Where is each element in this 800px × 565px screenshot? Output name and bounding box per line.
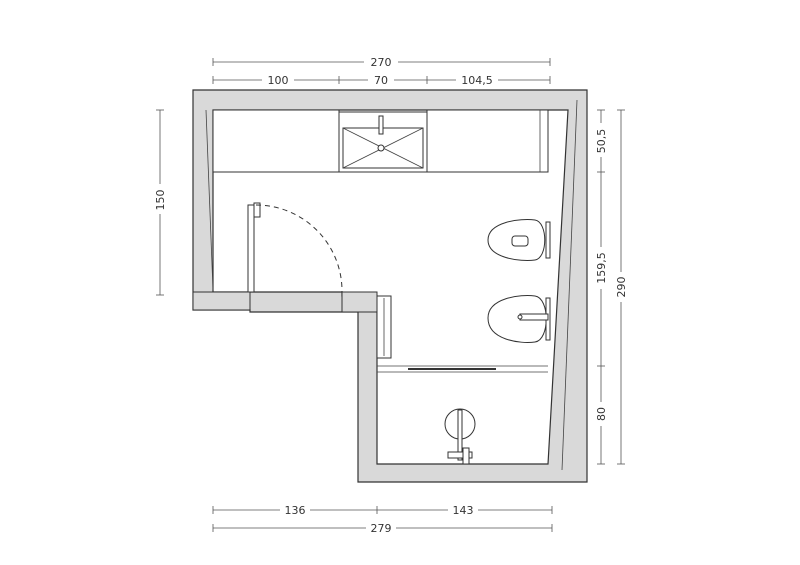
- dim-top-left: 100: [268, 74, 289, 87]
- wall-hatch: [561, 99, 578, 471]
- dim-top-right: 104,5: [461, 74, 493, 87]
- label-bg: [153, 184, 167, 214]
- label-bg: [448, 503, 478, 516]
- toilet-flush-icon: [511, 235, 529, 247]
- dim-bottom-left: 136: [285, 504, 306, 517]
- shower-mixer-base: [447, 451, 473, 459]
- label-bg: [594, 247, 608, 289]
- counter-right: [426, 109, 549, 173]
- label-bg: [280, 503, 310, 516]
- shower-valve-icon: [462, 447, 470, 465]
- label-bg: [366, 521, 396, 534]
- door-opening-right-jamb: [341, 291, 378, 313]
- dim-right-mid: 159,5: [595, 252, 608, 284]
- drain-icon: [377, 144, 385, 152]
- shower-mixer-icon: [457, 409, 463, 461]
- label-bg: [262, 73, 294, 86]
- door-leaf: [247, 204, 255, 293]
- dim-bottom-right: 143: [453, 504, 474, 517]
- label-bg: [594, 402, 608, 426]
- dim-bottom-total: 279: [371, 522, 392, 535]
- faucet-icon: [378, 115, 384, 135]
- dim-top-mid: 70: [374, 74, 388, 87]
- bidet-faucet-icon: [519, 313, 549, 321]
- counter-left: [212, 109, 340, 173]
- door-hinge: [253, 202, 261, 218]
- bidet-drain-icon: [517, 314, 523, 320]
- label-bg: [364, 55, 398, 68]
- wall-hatch: [205, 109, 214, 291]
- dim-right-bottom: 80: [595, 407, 608, 421]
- label-bg: [594, 123, 608, 157]
- label-bg: [368, 73, 394, 86]
- door-swing-arc: [255, 204, 343, 293]
- dim-top-total: 270: [371, 56, 392, 69]
- dim-right-total: 290: [615, 277, 628, 298]
- dim-left-height: 150: [154, 190, 167, 211]
- dim-right-top: 50,5: [595, 129, 608, 154]
- label-bg: [456, 73, 498, 86]
- toilet-tank: [545, 221, 551, 259]
- label-bg: [614, 272, 628, 302]
- door-opening-left-jamb: [192, 291, 251, 311]
